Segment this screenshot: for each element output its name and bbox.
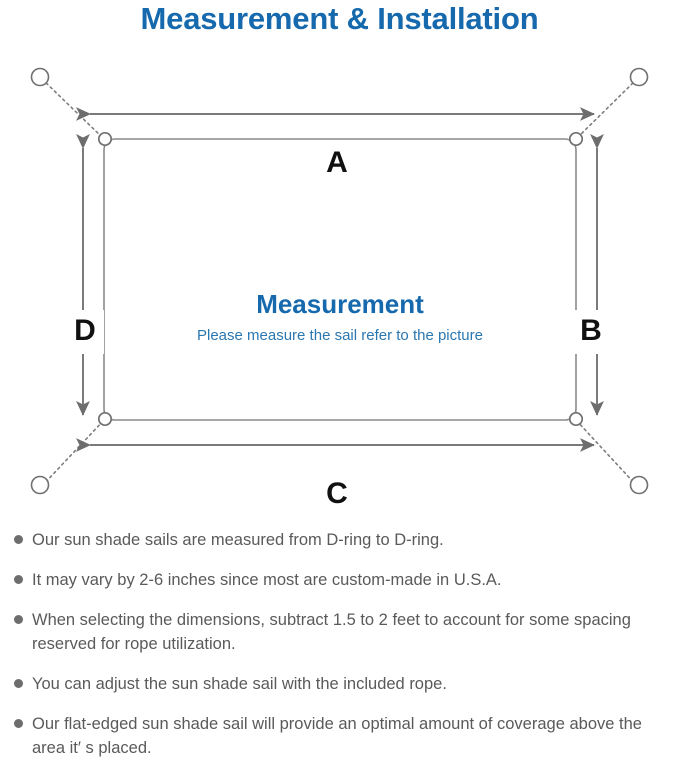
note-text: You can adjust the sun shade sail with t…: [32, 675, 447, 693]
anchor-points: [30, 67, 649, 495]
notes-list: Our sun shade sails are measured from D-…: [10, 528, 679, 776]
dimension-arrows: [76, 107, 604, 452]
anchor-point-top-left: [30, 67, 50, 87]
list-item: When selecting the dimensions, subtract …: [10, 608, 679, 656]
d-rings: [97, 131, 584, 427]
list-item: You can adjust the sun shade sail with t…: [10, 672, 679, 696]
page-title: Measurement & Installation: [140, 1, 539, 36]
dimension-label-c: C: [310, 476, 364, 514]
rope-bottom-left: [41, 419, 105, 487]
dimension-label-a: A: [310, 145, 364, 183]
measurement-center-label: Measurement Please measure the sail refe…: [90, 288, 590, 346]
anchor-point-bottom-left: [30, 475, 50, 495]
bullet-icon: [14, 615, 23, 624]
measurement-heading: Measurement: [256, 289, 424, 319]
rope-top-left: [41, 78, 105, 140]
note-text: When selecting the dimensions, subtract …: [32, 611, 631, 653]
note-text: Our sun shade sails are measured from D-…: [32, 531, 444, 549]
list-item: Our sun shade sails are measured from D-…: [10, 528, 679, 552]
diagram-canvas: [30, 67, 649, 495]
list-item: It may vary by 2-6 inches since most are…: [10, 568, 679, 592]
dimension-label-b: B: [572, 310, 610, 354]
d-ring-top-left: [97, 131, 113, 147]
d-ring-bottom-left: [97, 411, 113, 427]
sail-measurement-diagram: A B C D Measurement Please measure the s…: [0, 48, 679, 518]
note-text: Our flat-edged sun shade sail will provi…: [32, 715, 642, 757]
bullet-icon: [14, 719, 23, 728]
sail-body: [103, 138, 577, 421]
dimension-label-d: D: [66, 310, 104, 354]
rope-lines: [41, 78, 638, 487]
bullet-icon: [14, 535, 23, 544]
rope-top-right: [575, 78, 638, 140]
bullet-icon: [14, 575, 23, 584]
note-text: It may vary by 2-6 inches since most are…: [32, 571, 502, 589]
anchor-point-top-right: [629, 67, 649, 87]
list-item: Our flat-edged sun shade sail will provi…: [10, 712, 679, 760]
rope-bottom-right: [575, 419, 638, 487]
anchor-point-bottom-right: [629, 475, 649, 495]
d-ring-top-right: [568, 131, 584, 147]
d-ring-bottom-right: [568, 411, 584, 427]
measurement-subheading: Please measure the sail refer to the pic…: [197, 327, 483, 344]
bullet-icon: [14, 679, 23, 688]
page-root: Measurement & Installation: [0, 1, 679, 757]
